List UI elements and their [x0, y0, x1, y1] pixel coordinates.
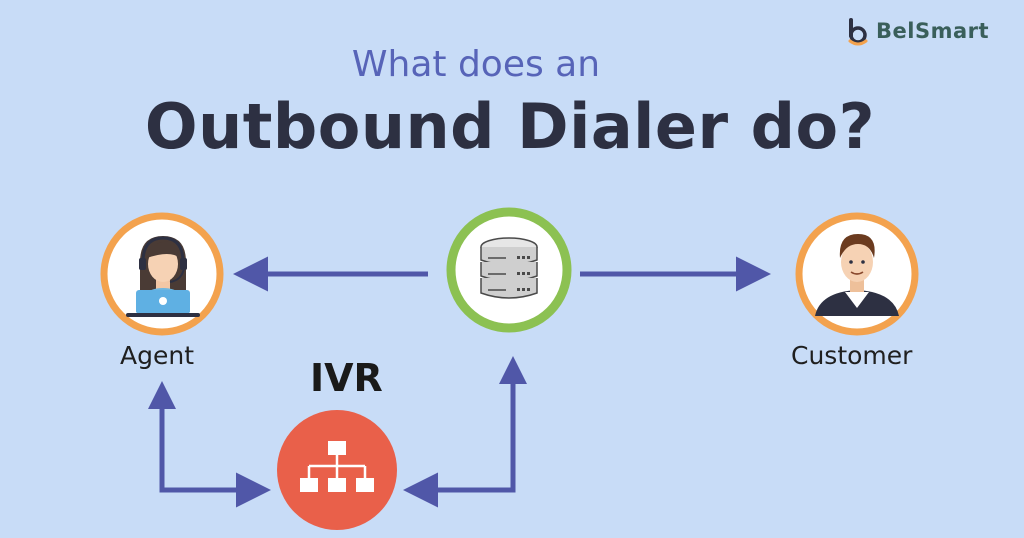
brand-name: BelSmart — [876, 19, 990, 43]
page-title: Outbound Dialer do? — [144, 90, 876, 163]
customer-icon — [815, 234, 899, 316]
ivr-node — [277, 410, 397, 530]
customer-label: Customer — [791, 341, 913, 370]
connector-agent-ivr — [148, 381, 272, 508]
subtitle: What does an — [351, 44, 601, 85]
server-icon — [480, 237, 538, 299]
ivr-label: IVR — [310, 356, 383, 400]
agent-node — [100, 212, 224, 336]
connector-ivr-server — [402, 356, 527, 508]
agent-headset-icon — [126, 236, 200, 317]
brand-logo: BelSmart — [846, 16, 989, 46]
ivr-hierarchy-icon — [300, 441, 374, 492]
server-node — [446, 207, 572, 333]
customer-node — [795, 212, 919, 336]
agent-label: Agent — [120, 341, 194, 370]
belsmart-logo-icon — [848, 18, 868, 46]
